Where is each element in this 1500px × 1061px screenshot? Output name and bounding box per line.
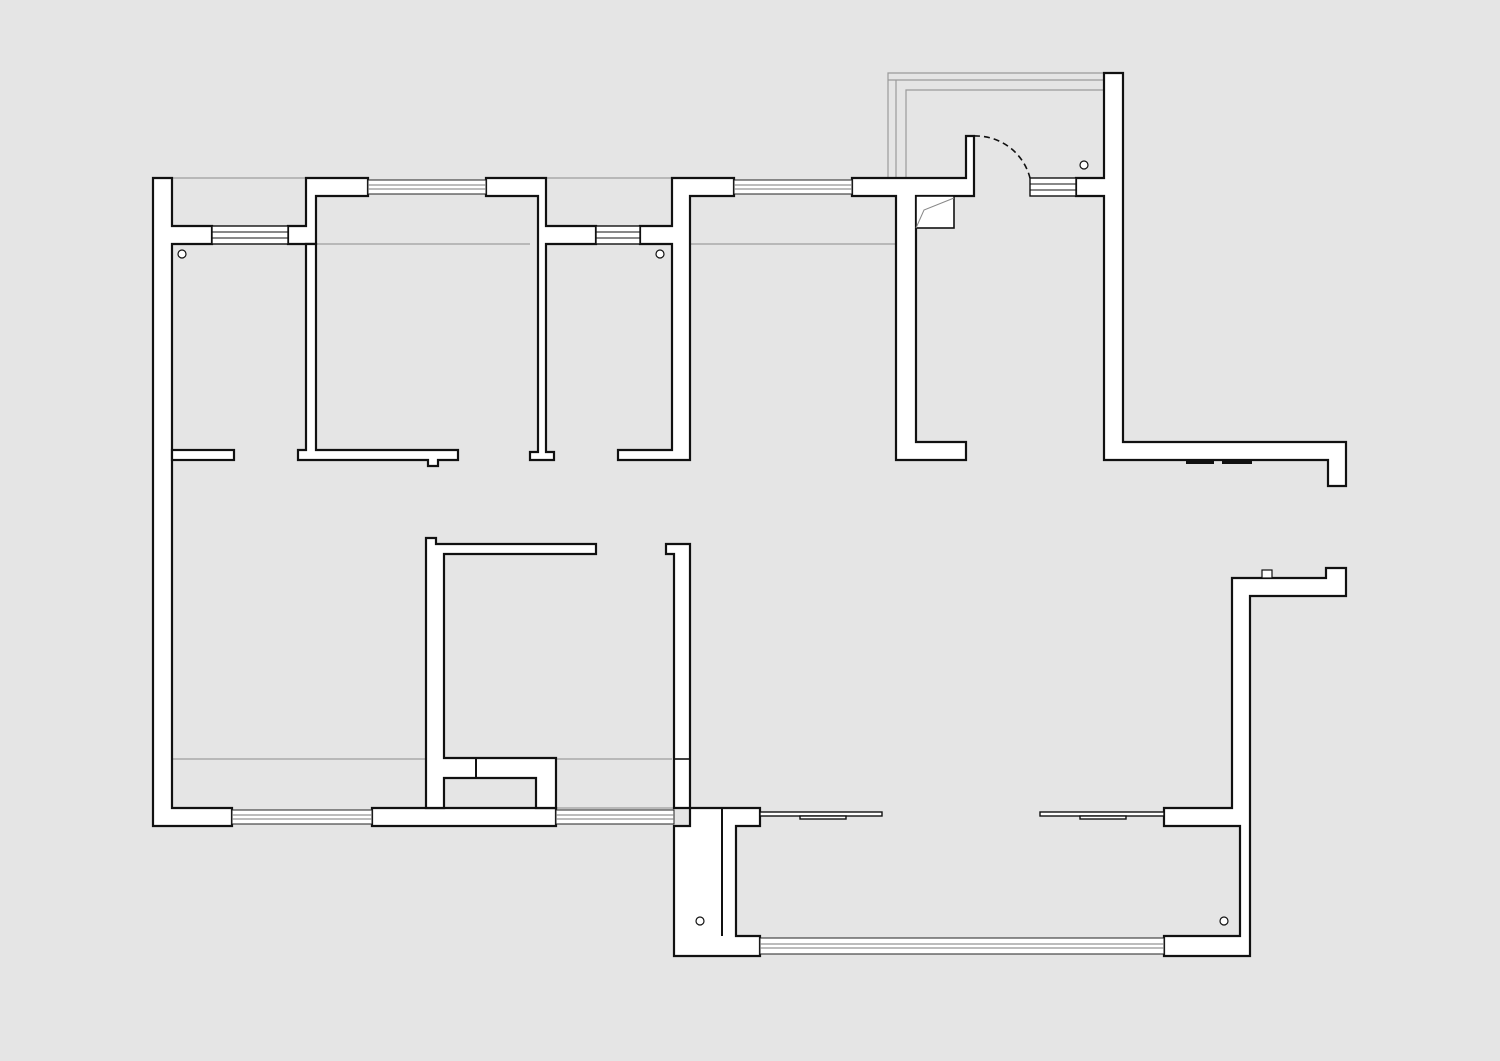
vent-grille-1: [211, 225, 289, 245]
sliding-doors: [759, 460, 1252, 820]
right-upper-wall: [1074, 71, 1348, 488]
right-lower-wall: [1162, 566, 1348, 958]
bedroom-partition-1: [296, 242, 460, 468]
top-wall-segment-3: [616, 176, 736, 462]
north-balcony-outline: [887, 72, 1104, 178]
top-wall-segment-1: [286, 176, 370, 246]
ventilation-grilles: [211, 177, 1077, 245]
bottom-wall-segment-1: [370, 806, 558, 828]
window-top-2: [733, 179, 853, 195]
window-openings: [231, 179, 1165, 955]
drain-pipes: [177, 160, 1273, 926]
drain-pipe-4: [695, 916, 705, 926]
entrance-door-swing: [973, 135, 1031, 179]
window-balcony-bottom: [759, 937, 1165, 955]
shaft: [915, 195, 955, 229]
window-bottom-2: [555, 809, 675, 825]
interior-partitions: [170, 242, 692, 810]
top-wall-segment-2: [484, 176, 598, 462]
drain-pipe-1: [177, 249, 187, 259]
window-top-1: [367, 179, 487, 195]
balcony-left-wall: [672, 806, 762, 958]
living-partition: [664, 542, 692, 810]
drain-pipe-3: [1079, 160, 1089, 170]
window-bottom-1: [231, 809, 373, 825]
bedroom-1-wall-stub: [170, 448, 236, 462]
bathroom-partition: [424, 536, 598, 810]
vent-grille-3: [1029, 177, 1077, 197]
drain-pipe-2: [655, 249, 665, 259]
vent-grille-2: [595, 225, 641, 245]
drain-pipe-5: [1219, 916, 1229, 926]
left-exterior-wall: [151, 176, 234, 828]
pipe-box: [1261, 569, 1273, 579]
top-wall-segment-4: [850, 134, 976, 462]
